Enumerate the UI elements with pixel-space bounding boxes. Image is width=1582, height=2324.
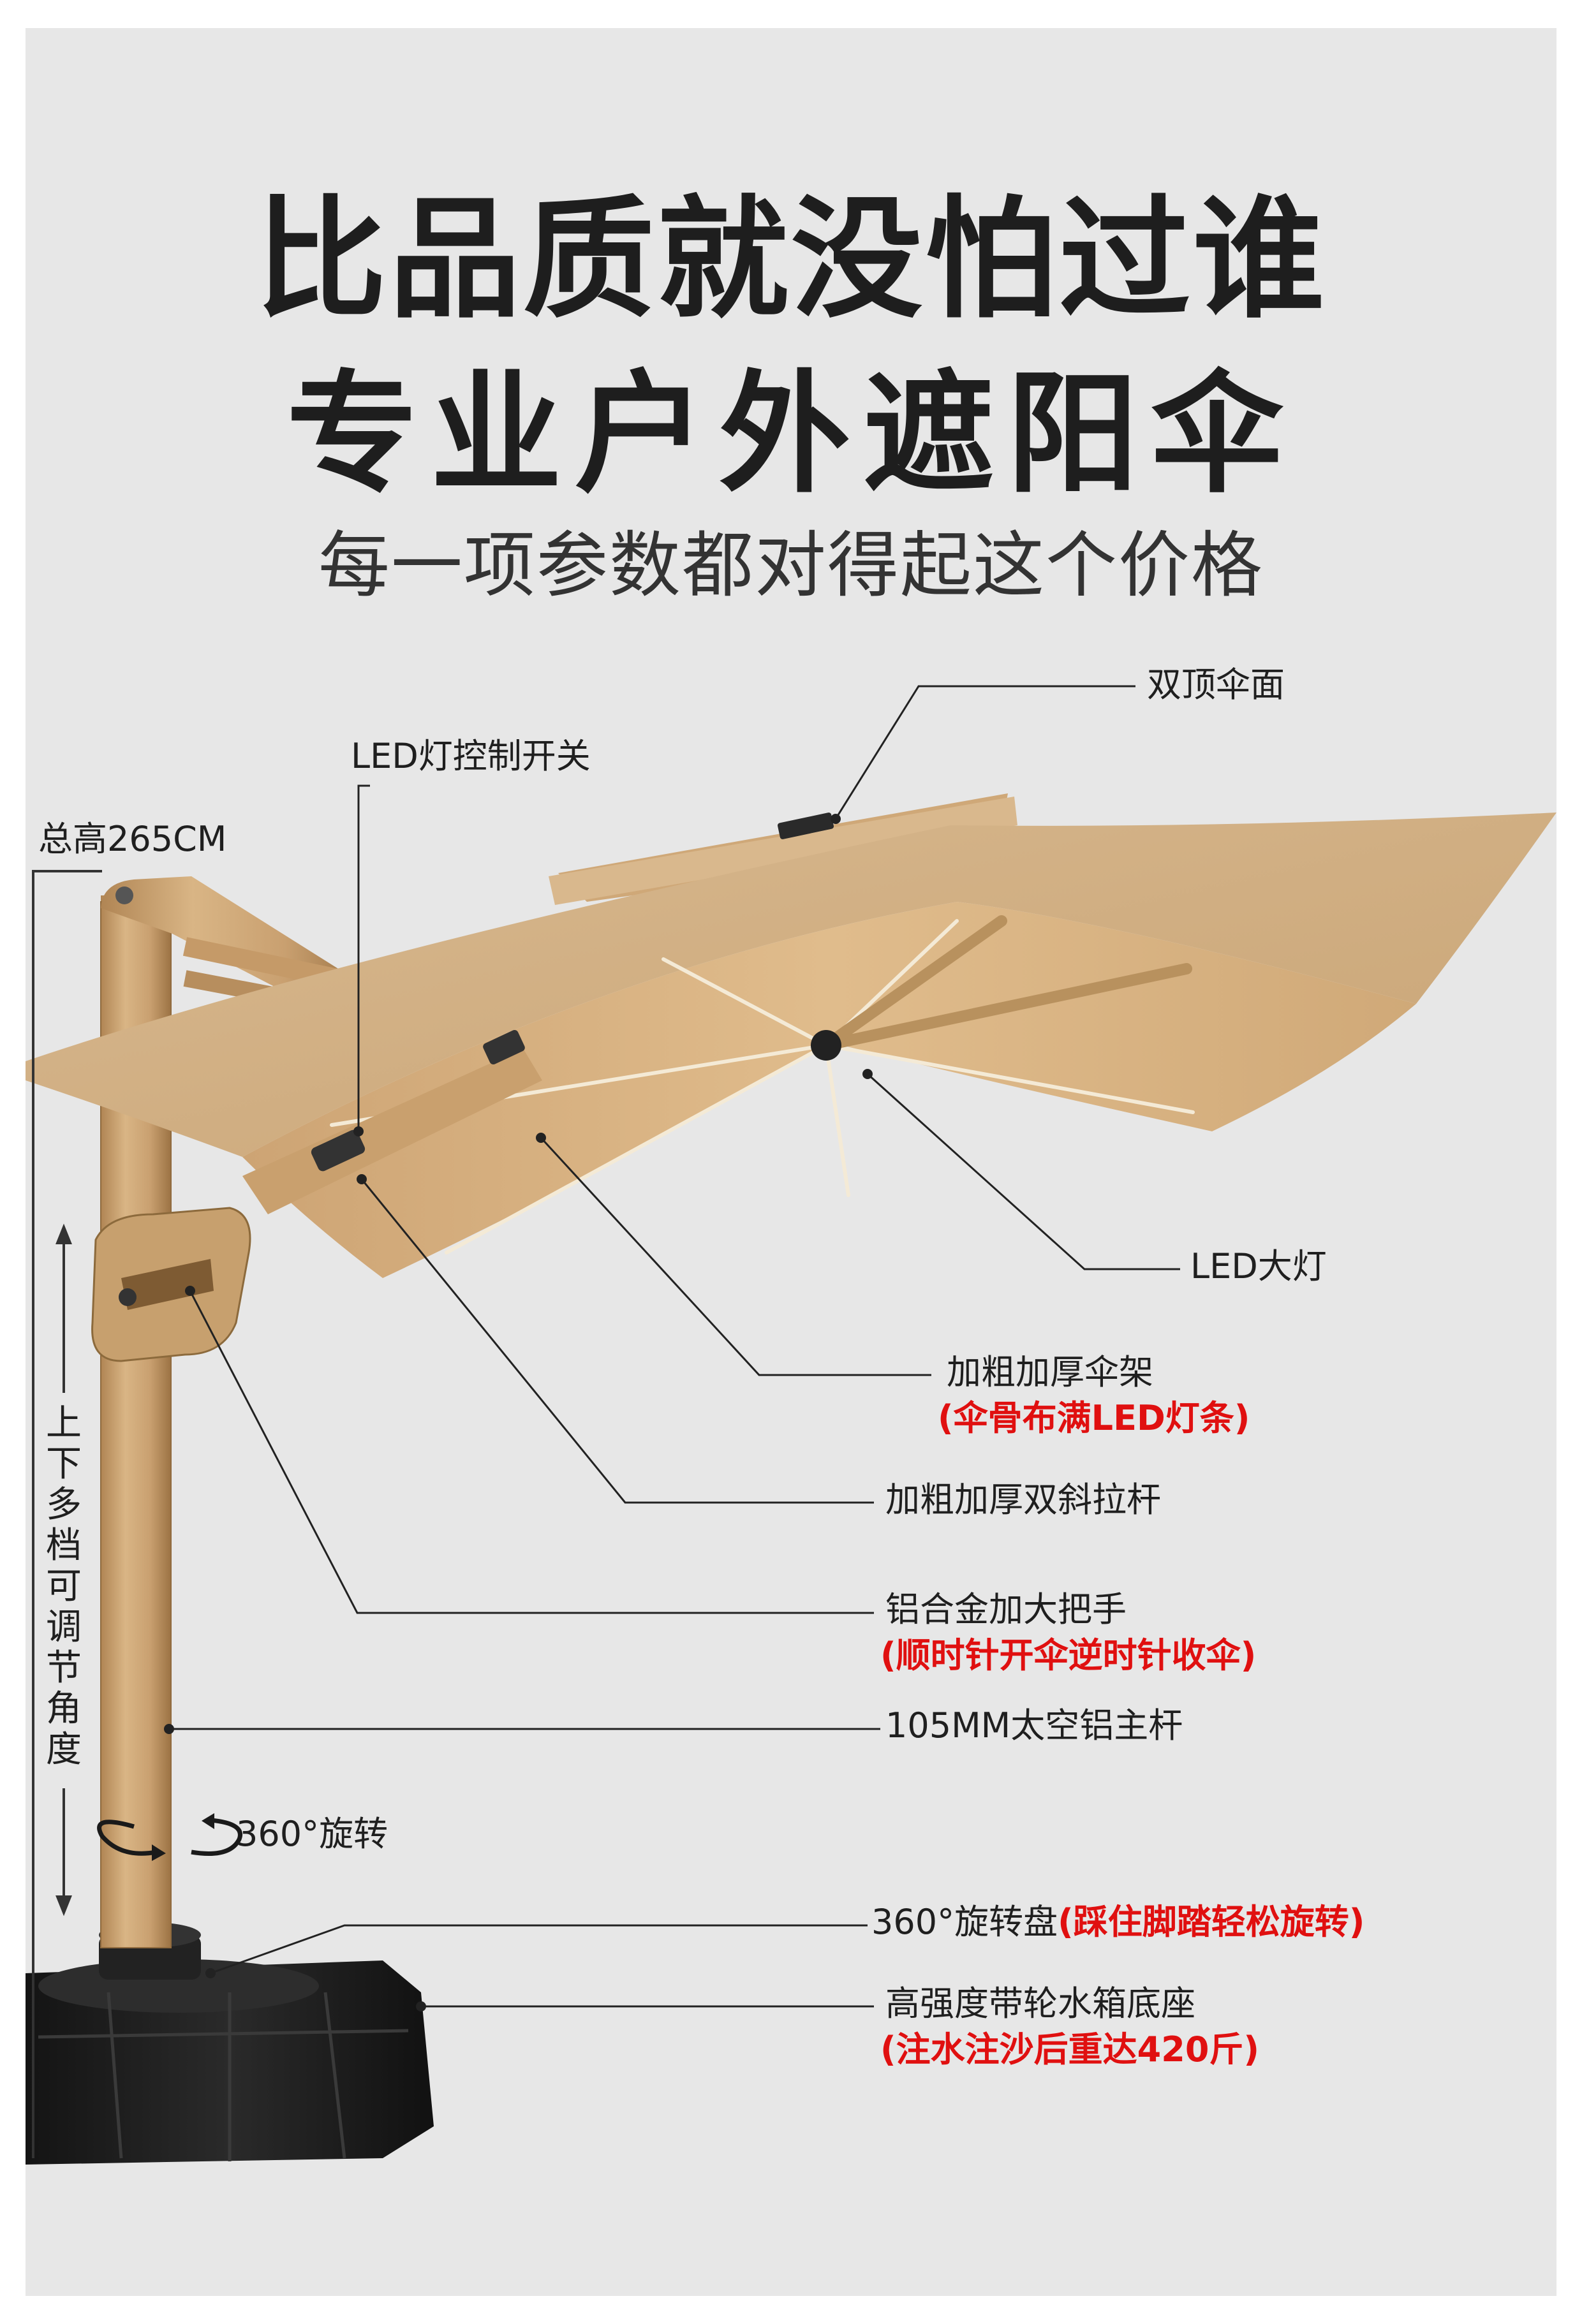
label-main-pole: 105MM太空铝主杆 xyxy=(885,1705,1183,1746)
adjust-angle-char: 下 xyxy=(46,1443,82,1485)
label-rotation-disk-text: 360°旋转盘 xyxy=(871,1902,1058,1942)
adjust-angle-char: 节 xyxy=(46,1647,82,1689)
adjust-angle-char: 度 xyxy=(46,1729,82,1770)
adjust-angle-char: 可 xyxy=(46,1566,82,1607)
umbrella-illustration xyxy=(26,685,1556,2165)
label-base: 高强度带轮水箱底座 xyxy=(885,1983,1195,2024)
canopy xyxy=(26,793,1556,1278)
label-double-top: 双顶伞面 xyxy=(1147,665,1285,705)
adjust-angle-char: 角 xyxy=(46,1688,82,1730)
adjust-angle-char: 多 xyxy=(46,1484,82,1526)
label-rotation-disk: 360°旋转盘(踩住脚踏轻松旋转) xyxy=(871,1901,1364,1944)
adjust-angle-char: 档 xyxy=(46,1525,82,1566)
leader-lines xyxy=(169,685,1180,2008)
adjust-angle-char: 上 xyxy=(46,1402,82,1444)
rotation-arrow xyxy=(97,1813,242,1861)
label-handle-note: (顺时针开伞逆时针收伞) xyxy=(880,1635,1257,1675)
label-rotation: 360°旋转 xyxy=(236,1814,388,1854)
headline-line3: 每一项参数都对得起这个价格 xyxy=(318,524,1264,607)
height-dimension xyxy=(32,870,102,2158)
label-led-switch: LED灯控制开关 xyxy=(351,736,591,776)
label-base-note: (注水注沙后重达420斤) xyxy=(880,2029,1260,2070)
crank-handle xyxy=(91,1207,251,1362)
label-frame-note: (伞骨布满LED灯条) xyxy=(938,1398,1250,1438)
label-frame: 加粗加厚伞架 xyxy=(947,1352,1153,1392)
headline-line1: 比品质就没怕过谁 xyxy=(255,183,1327,336)
label-rotation-disk-note: (踩住脚踏轻松旋转) xyxy=(1058,1902,1365,1942)
headline-line2: 专业户外遮阳伞 xyxy=(286,358,1296,511)
label-adjust-angle: 上 下 多 档 可 调 节 角 度 xyxy=(41,1403,87,1770)
label-handle: 铝合金加大把手 xyxy=(885,1589,1127,1629)
leader-dots xyxy=(164,814,873,2011)
product-poster: 比品质就没怕过谁 专业户外遮阳伞 每一项参数都对得起这个价格 xyxy=(26,28,1556,2296)
angle-adjust-arrow xyxy=(55,1223,72,1916)
label-led-light: LED大灯 xyxy=(1190,1246,1327,1286)
label-diagonal-rods: 加粗加厚双斜拉杆 xyxy=(885,1480,1161,1520)
water-tank-base xyxy=(26,1922,434,2165)
adjust-angle-char: 调 xyxy=(46,1607,82,1648)
label-total-height: 总高265CM xyxy=(38,819,227,859)
